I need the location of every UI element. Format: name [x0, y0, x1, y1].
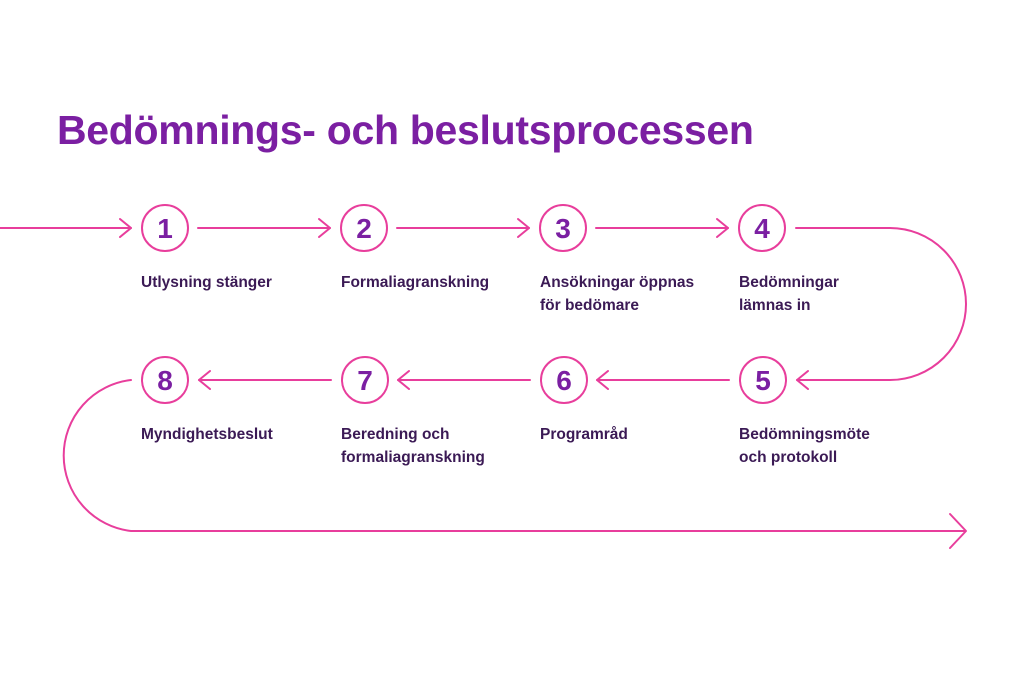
step-number: 1 — [157, 213, 173, 244]
connector-2-3 — [396, 218, 530, 238]
step-circle — [539, 204, 587, 252]
step-8-label: Myndighetsbeslut — [141, 426, 273, 443]
step-number: 4 — [754, 213, 770, 244]
step-circle — [739, 356, 787, 404]
page-title: Bedömnings- och beslutsprocessen — [57, 107, 754, 153]
step-1-label: Utlysning stänger — [141, 274, 272, 291]
step-8: 8 — [141, 356, 189, 404]
connector-3-4 — [595, 218, 729, 238]
step-7-label: Beredning och formaliagranskning — [341, 426, 485, 466]
connector-5-6 — [596, 370, 730, 390]
step-4-label: Bedömningar lämnas in — [739, 274, 839, 314]
step-6: 6 — [540, 356, 588, 404]
step-circle — [141, 356, 189, 404]
step-5-label: Bedömningsmöte och protokoll — [739, 426, 870, 466]
step-number: 8 — [157, 365, 173, 396]
step-circle — [540, 356, 588, 404]
step-3-label: Ansökningar öppnas för bedömare — [540, 274, 695, 314]
step-2-label: Formaliagranskning — [341, 274, 490, 291]
connector-4-5-loop — [795, 227, 967, 390]
step-circle — [341, 356, 389, 404]
step-3: 3 — [539, 204, 587, 252]
step-number: 3 — [555, 213, 571, 244]
step-number: 6 — [556, 365, 572, 396]
step-number: 5 — [755, 365, 771, 396]
connector-7-8 — [198, 370, 332, 390]
connector-entry — [0, 218, 132, 238]
step-6-label: Programråd — [540, 426, 628, 443]
step-circle — [340, 204, 388, 252]
step-2: 2 — [340, 204, 388, 252]
step-number: 2 — [356, 213, 372, 244]
step-circle — [141, 204, 189, 252]
connector-exit-loop — [62, 379, 967, 549]
step-7: 7 — [341, 356, 389, 404]
step-5: 5 — [739, 356, 787, 404]
step-1: 1 — [141, 204, 189, 252]
step-4: 4 — [738, 204, 786, 252]
connector-6-7 — [397, 370, 531, 390]
step-circle — [738, 204, 786, 252]
step-number: 7 — [357, 365, 373, 396]
connector-1-2 — [197, 218, 331, 238]
